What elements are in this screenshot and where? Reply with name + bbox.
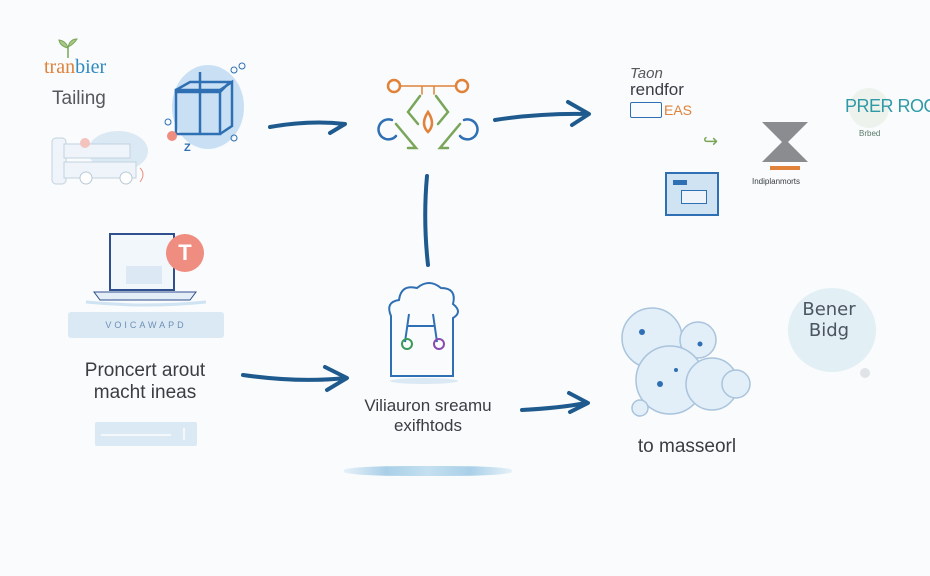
small-gear-icon	[860, 368, 870, 378]
logo-part-3: bier	[75, 56, 107, 78]
arrow-cloud-to-network	[423, 174, 430, 267]
logo-part-1: tr	[44, 56, 57, 78]
render-line1: Taon	[630, 65, 663, 82]
cube-caption: Z	[184, 142, 191, 154]
search-bar-icon	[95, 422, 197, 446]
arrow-laptop-to-cloud	[241, 365, 349, 392]
logo-part-2: an	[56, 56, 76, 78]
arrow-cloud-to-bubbles	[520, 391, 590, 414]
render-line3: EAS	[664, 101, 693, 118]
bubbles-icon	[621, 307, 751, 417]
cube-icon	[164, 62, 246, 149]
truck-icon	[51, 131, 148, 185]
laptop-icon	[85, 233, 207, 307]
prer-node: PRER ROO Brbed	[845, 88, 930, 138]
hourglass-icon	[762, 122, 808, 170]
laptop-label-line2: macht ineas	[93, 381, 197, 403]
bubbles-label: to masseorl	[637, 436, 737, 457]
water-stroke	[344, 466, 512, 476]
brand-subtitle: Tailing	[52, 88, 106, 109]
render-node: Taon rendfor EAS	[630, 66, 720, 118]
render-box-icon	[630, 101, 662, 118]
network-node-circle	[386, 78, 402, 94]
laptop-badge: T	[166, 234, 204, 272]
bener-label: Bener Bidg	[788, 299, 870, 341]
cube-node: Z	[160, 52, 250, 162]
arrow-cube-to-network	[268, 120, 347, 135]
prer-title: PRER ROO	[845, 96, 930, 116]
bener-label-line2: Bidg	[808, 319, 850, 341]
render-line2: rendfor	[630, 80, 684, 99]
cloud-house-node	[388, 282, 459, 377]
cloud-house-label-line1: Viliauron sreamu	[364, 396, 492, 415]
brand-logo: tranbier	[44, 56, 106, 79]
cloud-house-label-line2: exifhtods	[393, 415, 463, 435]
prer-caption: Brbed	[859, 129, 881, 138]
cloud-shadow	[390, 378, 458, 384]
laptop-node: T VOICAWAPD	[66, 228, 226, 348]
bener-label-line1: Bener	[802, 299, 856, 320]
laptop-label: Proncert arout macht ineas	[60, 360, 230, 404]
window-icon	[665, 172, 719, 216]
link-icon: ↪	[703, 131, 719, 151]
network-node	[377, 78, 479, 150]
laptop-banner: VOICAWAPD	[68, 312, 224, 338]
cloud-house-label: Viliauron sreamu exifhtods	[338, 396, 518, 435]
network-node-circle	[454, 78, 470, 94]
bener-node: Bener Bidg	[788, 288, 876, 372]
arrow-network-to-render	[493, 100, 591, 127]
hourglass-caption: Indiplanmorts	[752, 177, 801, 186]
hourglass-node: Indiplanmorts	[752, 118, 822, 186]
sprout-icon	[58, 38, 78, 58]
laptop-label-line1: Proncert arout	[84, 360, 206, 381]
